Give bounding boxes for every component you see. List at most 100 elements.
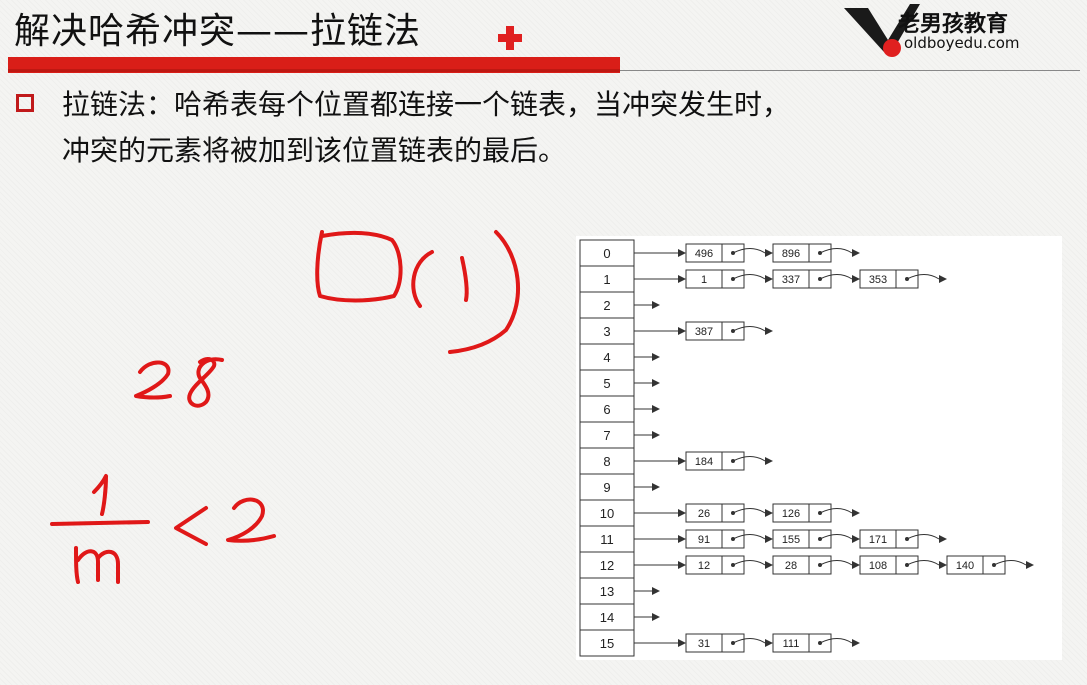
node-value: 337: [782, 274, 800, 286]
bucket-arrowhead: [678, 327, 686, 335]
bucket-index: 13: [600, 584, 614, 599]
node-value: 26: [698, 508, 710, 520]
node-value: 12: [698, 560, 710, 572]
pointer-link: [732, 326, 766, 332]
node-value: 496: [695, 248, 713, 260]
pointer-arrowhead: [765, 327, 773, 335]
bucket-arrowhead: [678, 275, 686, 283]
pointer-link: [819, 534, 853, 540]
pointer-arrowhead: [852, 639, 860, 647]
pointer-link: [819, 638, 853, 644]
bucket-index: 8: [603, 454, 610, 469]
pointer-link: [819, 274, 853, 280]
pointer-arrowhead: [939, 561, 947, 569]
pointer-link: [906, 274, 940, 280]
title-underline-bar: [8, 57, 620, 73]
bucket-index: 0: [603, 246, 610, 261]
bucket-index: 3: [603, 324, 610, 339]
pointer-arrowhead: [852, 561, 860, 569]
node-value: 184: [695, 456, 713, 468]
node-value: 91: [698, 534, 710, 546]
pointer-arrowhead: [765, 275, 773, 283]
null-arrowhead: [652, 405, 660, 413]
description: 拉链法：哈希表每个位置都连接一个链表，当冲突发生时， 冲突的元素将被加到该位置链…: [62, 82, 1062, 174]
pointer-arrowhead: [939, 275, 947, 283]
pointer-link: [732, 274, 766, 280]
bucket-cell: [579, 291, 635, 319]
bucket-cell: [579, 265, 635, 293]
null-arrowhead: [652, 587, 660, 595]
pointer-arrowhead: [765, 249, 773, 257]
pointer-link: [906, 560, 940, 566]
node-value: 353: [869, 274, 887, 286]
handwriting-28: [134, 357, 224, 408]
page-title: 解决哈希冲突——拉链法: [14, 11, 422, 52]
description-line-2: 冲突的元素将被加到该位置链表的最后。: [62, 134, 567, 167]
bucket-index: 6: [603, 402, 610, 417]
node-value: 387: [695, 326, 713, 338]
bucket-arrowhead: [678, 249, 686, 257]
pointer-link: [732, 638, 766, 644]
logo-name: 老男孩教育: [898, 12, 1009, 37]
divider-line: [620, 70, 1080, 71]
null-arrowhead: [652, 379, 660, 387]
node-value: 28: [785, 560, 797, 572]
node-value: 31: [698, 638, 710, 650]
pointer-arrowhead: [765, 457, 773, 465]
node-value: 1: [701, 274, 707, 286]
square-bullet-icon: [16, 94, 34, 112]
pointer-arrowhead: [852, 249, 860, 257]
pointer-arrowhead: [765, 535, 773, 543]
pointer-link: [993, 560, 1027, 566]
null-arrowhead: [652, 301, 660, 309]
pointer-arrowhead: [852, 509, 860, 517]
null-arrowhead: [652, 353, 660, 361]
node-value: 896: [782, 248, 800, 260]
pointer-link: [819, 560, 853, 566]
bucket-arrowhead: [678, 457, 686, 465]
bucket-index: 2: [603, 298, 610, 313]
bucket-index: 14: [600, 610, 614, 625]
node-value: 155: [782, 534, 800, 546]
node-value: 171: [869, 534, 887, 546]
description-line-1: 拉链法：哈希表每个位置都连接一个链表，当冲突发生时，: [62, 88, 791, 121]
pointer-arrowhead: [852, 275, 860, 283]
pointer-arrowhead: [765, 561, 773, 569]
node-value: 126: [782, 508, 800, 520]
pointer-link: [819, 248, 853, 254]
node-value: 108: [869, 560, 887, 572]
null-arrowhead: [652, 431, 660, 439]
red-cross-icon: [498, 26, 522, 50]
bucket-index: 15: [600, 636, 614, 651]
bucket-index: 9: [603, 480, 610, 495]
logo-url: oldboyedu.com: [904, 34, 1020, 52]
handwriting-o1: [315, 230, 520, 354]
pointer-arrowhead: [765, 509, 773, 517]
bucket-cell: [579, 447, 635, 475]
pointer-link: [732, 508, 766, 514]
bucket-index: 4: [603, 350, 610, 365]
bucket-cell: [579, 343, 635, 371]
pointer-arrowhead: [1026, 561, 1034, 569]
pointer-link: [732, 560, 766, 566]
pointer-arrowhead: [939, 535, 947, 543]
pointer-link: [732, 534, 766, 540]
pointer-link: [819, 508, 853, 514]
bucket-cell: [579, 473, 635, 501]
bucket-index: 12: [600, 558, 614, 573]
pointer-arrowhead: [765, 639, 773, 647]
bucket-cell: [579, 629, 635, 657]
node-value: 140: [956, 560, 974, 572]
bucket-arrowhead: [678, 561, 686, 569]
bucket-index: 7: [603, 428, 610, 443]
bucket-index: 10: [600, 506, 614, 521]
bucket-cell: [579, 239, 635, 267]
null-arrowhead: [652, 483, 660, 491]
bucket-arrowhead: [678, 639, 686, 647]
node-value: 111: [783, 638, 800, 650]
handwriting-fraction: [50, 474, 276, 584]
pointer-arrowhead: [852, 535, 860, 543]
bucket-index: 11: [600, 532, 614, 547]
bucket-arrowhead: [678, 509, 686, 517]
